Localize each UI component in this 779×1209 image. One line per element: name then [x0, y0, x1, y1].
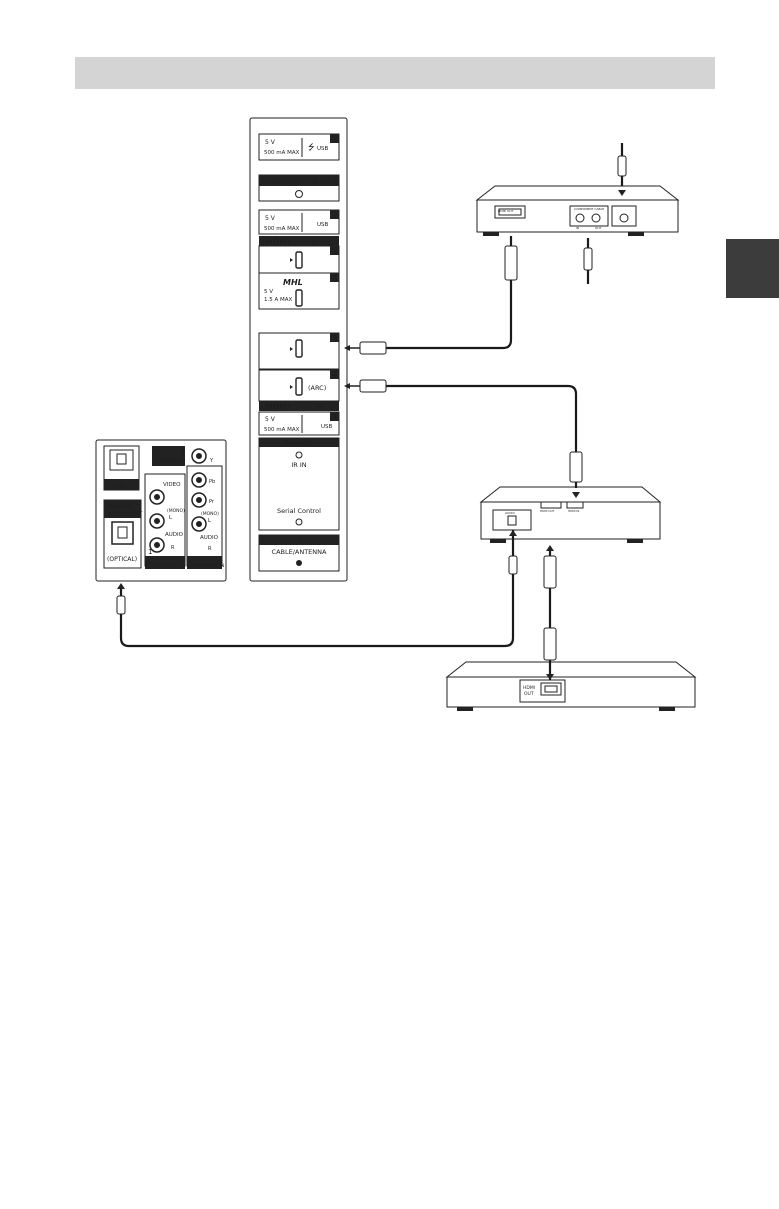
- usb-port-1: 1 5 V 500 mA MAX USB ⭍: [258, 133, 340, 161]
- usb3-current: 500 mA MAX: [264, 427, 300, 433]
- hdmi-in-logo-bottom: HDMI IN: [259, 401, 339, 412]
- cable-box-device: HDMI OUT COMPONENT CABLE IN OUT: [475, 185, 680, 236]
- chapter-tab: [726, 239, 779, 298]
- audio-out-label: AUDIO OUT: [265, 178, 302, 186]
- hdmi-port-2-mhl: 2 MHL 5 V 1.5 A MAX: [258, 272, 340, 310]
- section-header-bar: [75, 57, 715, 89]
- hdmi2-number: 2: [332, 275, 336, 283]
- player-hdmi-label: HDMI: [523, 685, 535, 691]
- l-left: L: [169, 515, 172, 521]
- antenna-icon: T: [296, 537, 302, 546]
- digital-label: DIGITAL: [108, 503, 132, 510]
- hdmi-port-3: 3: [258, 332, 340, 370]
- pr-label: Pr: [209, 499, 215, 505]
- component-column: Pb Pr (MONO) L AUDIO R: [186, 465, 223, 567]
- hdmi-port-1: 1: [258, 245, 340, 274]
- video-in-2-section: VIDEO IN 2 Y: [152, 446, 214, 466]
- audio-right: AUDIO: [200, 535, 219, 541]
- usb2-label: USB: [317, 222, 329, 228]
- usb2-number: 2: [332, 212, 336, 220]
- usb1-current: 500 mA MAX: [264, 150, 300, 156]
- video-label: VIDEO: [163, 482, 181, 488]
- y-label: Y: [209, 458, 214, 464]
- mono-left: (MONO): [167, 508, 185, 514]
- hdmi2-volt: 5 V: [264, 289, 273, 295]
- video-in-1-label: VIDEO IN: [152, 563, 177, 569]
- remote-section: REMOTE IR IN Serial Control: [258, 437, 340, 531]
- lan-label: LAN: [111, 482, 124, 490]
- tv-rear-panel: 1 5 V 500 mA MAX USB ⭍ AUDIO OUT ⊖ / ∩ 2…: [249, 117, 348, 582]
- usb1-label: USB: [317, 146, 329, 152]
- usb-port-3: 3 5 V 500 mA MAX USB: [258, 411, 340, 436]
- cable-box-hdmi-label: HDMI OUT: [498, 209, 514, 213]
- hdmi-logo-text-top: HDMI: [266, 238, 290, 247]
- lan-port: LAN: [103, 445, 140, 491]
- arc-label: (ARC): [308, 384, 326, 392]
- pb-label: Pb: [209, 479, 215, 485]
- audio-left: AUDIO: [165, 532, 184, 538]
- hdmi2-current: 1.5 A MAX: [264, 297, 293, 303]
- r-left: R: [171, 545, 175, 551]
- usb1-number: 1: [332, 136, 336, 144]
- video-in-1-number: 1: [148, 548, 152, 556]
- optical-audio-port: DIGITAL AUDIO OUT (OPTICAL): [103, 499, 143, 569]
- serial-control-label: Serial Control: [277, 507, 321, 515]
- hdmi-in-text-top: IN: [312, 239, 319, 247]
- cable-box-component-label: COMPONENT CABLE: [574, 207, 604, 211]
- hdmi-in-text-bottom: IN: [317, 404, 324, 412]
- video-in-2-label: VIDEO IN: [158, 457, 185, 464]
- usb2-current: 500 mA MAX: [264, 226, 300, 232]
- tv-side-panel: LAN VIDEO IN 2 Y VIDEO (MONO) L AUDIO R: [95, 439, 227, 582]
- usb2-volt: 5 V: [265, 215, 276, 222]
- r-right: R: [208, 546, 212, 552]
- mono-right: (MONO): [201, 511, 219, 517]
- usb1-volt: 5 V: [265, 139, 276, 146]
- receiver-audio-label: AUDIO: [505, 511, 515, 515]
- receiver-hdmi-out-label: HDMI OUT: [540, 509, 555, 513]
- av-receiver-device: AUDIO HDMI OUT HDMI IN: [479, 486, 662, 543]
- audio-out-port: AUDIO OUT ⊖ / ∩: [258, 174, 340, 202]
- hdmi4-number: 4: [332, 372, 337, 380]
- audio-out-label-side: AUDIO OUT: [108, 511, 143, 518]
- antenna-label: CABLE/ANTENNA: [272, 548, 327, 556]
- usb-icon: ⭍: [308, 143, 315, 152]
- receiver-hdmi-in-label: HDMI IN: [568, 509, 579, 513]
- cable-box-out-label: OUT: [595, 226, 602, 230]
- ir-in-label: IR IN: [291, 461, 306, 469]
- l-right: L: [208, 518, 211, 524]
- hdmi-logo-text-bottom: HDMI: [266, 403, 290, 412]
- cables: [116, 143, 627, 680]
- player-device: HDMI OUT: [445, 661, 697, 711]
- player-out-label: OUT: [524, 691, 534, 697]
- mhl-logo: MHL: [283, 278, 303, 287]
- usb-port-2: 2 5 V 500 mA MAX USB: [258, 209, 340, 235]
- video-in-2-number: 2: [181, 449, 185, 456]
- hdmi-in-logo-top: HDMI IN: [259, 236, 339, 247]
- hdmi-port-4-arc: 4 (ARC): [258, 369, 340, 402]
- usb3-label: USB: [321, 424, 333, 430]
- usb3-volt: 5 V: [265, 416, 276, 423]
- component-in-label: COMPONENT IN: [189, 563, 224, 569]
- usb3-number: 3: [332, 414, 336, 422]
- antenna-port: T CABLE/ANTENNA: [258, 534, 340, 572]
- hdmi1-number: 1: [332, 248, 336, 256]
- composite-column: VIDEO (MONO) L AUDIO R: [144, 473, 186, 567]
- hdmi3-number: 3: [332, 335, 336, 343]
- optical-label: (OPTICAL): [107, 556, 137, 563]
- cable-box-in-label: IN: [576, 226, 579, 230]
- remote-title: REMOTE: [284, 440, 314, 448]
- headphone-icon: ⊖ / ∩: [312, 178, 330, 186]
